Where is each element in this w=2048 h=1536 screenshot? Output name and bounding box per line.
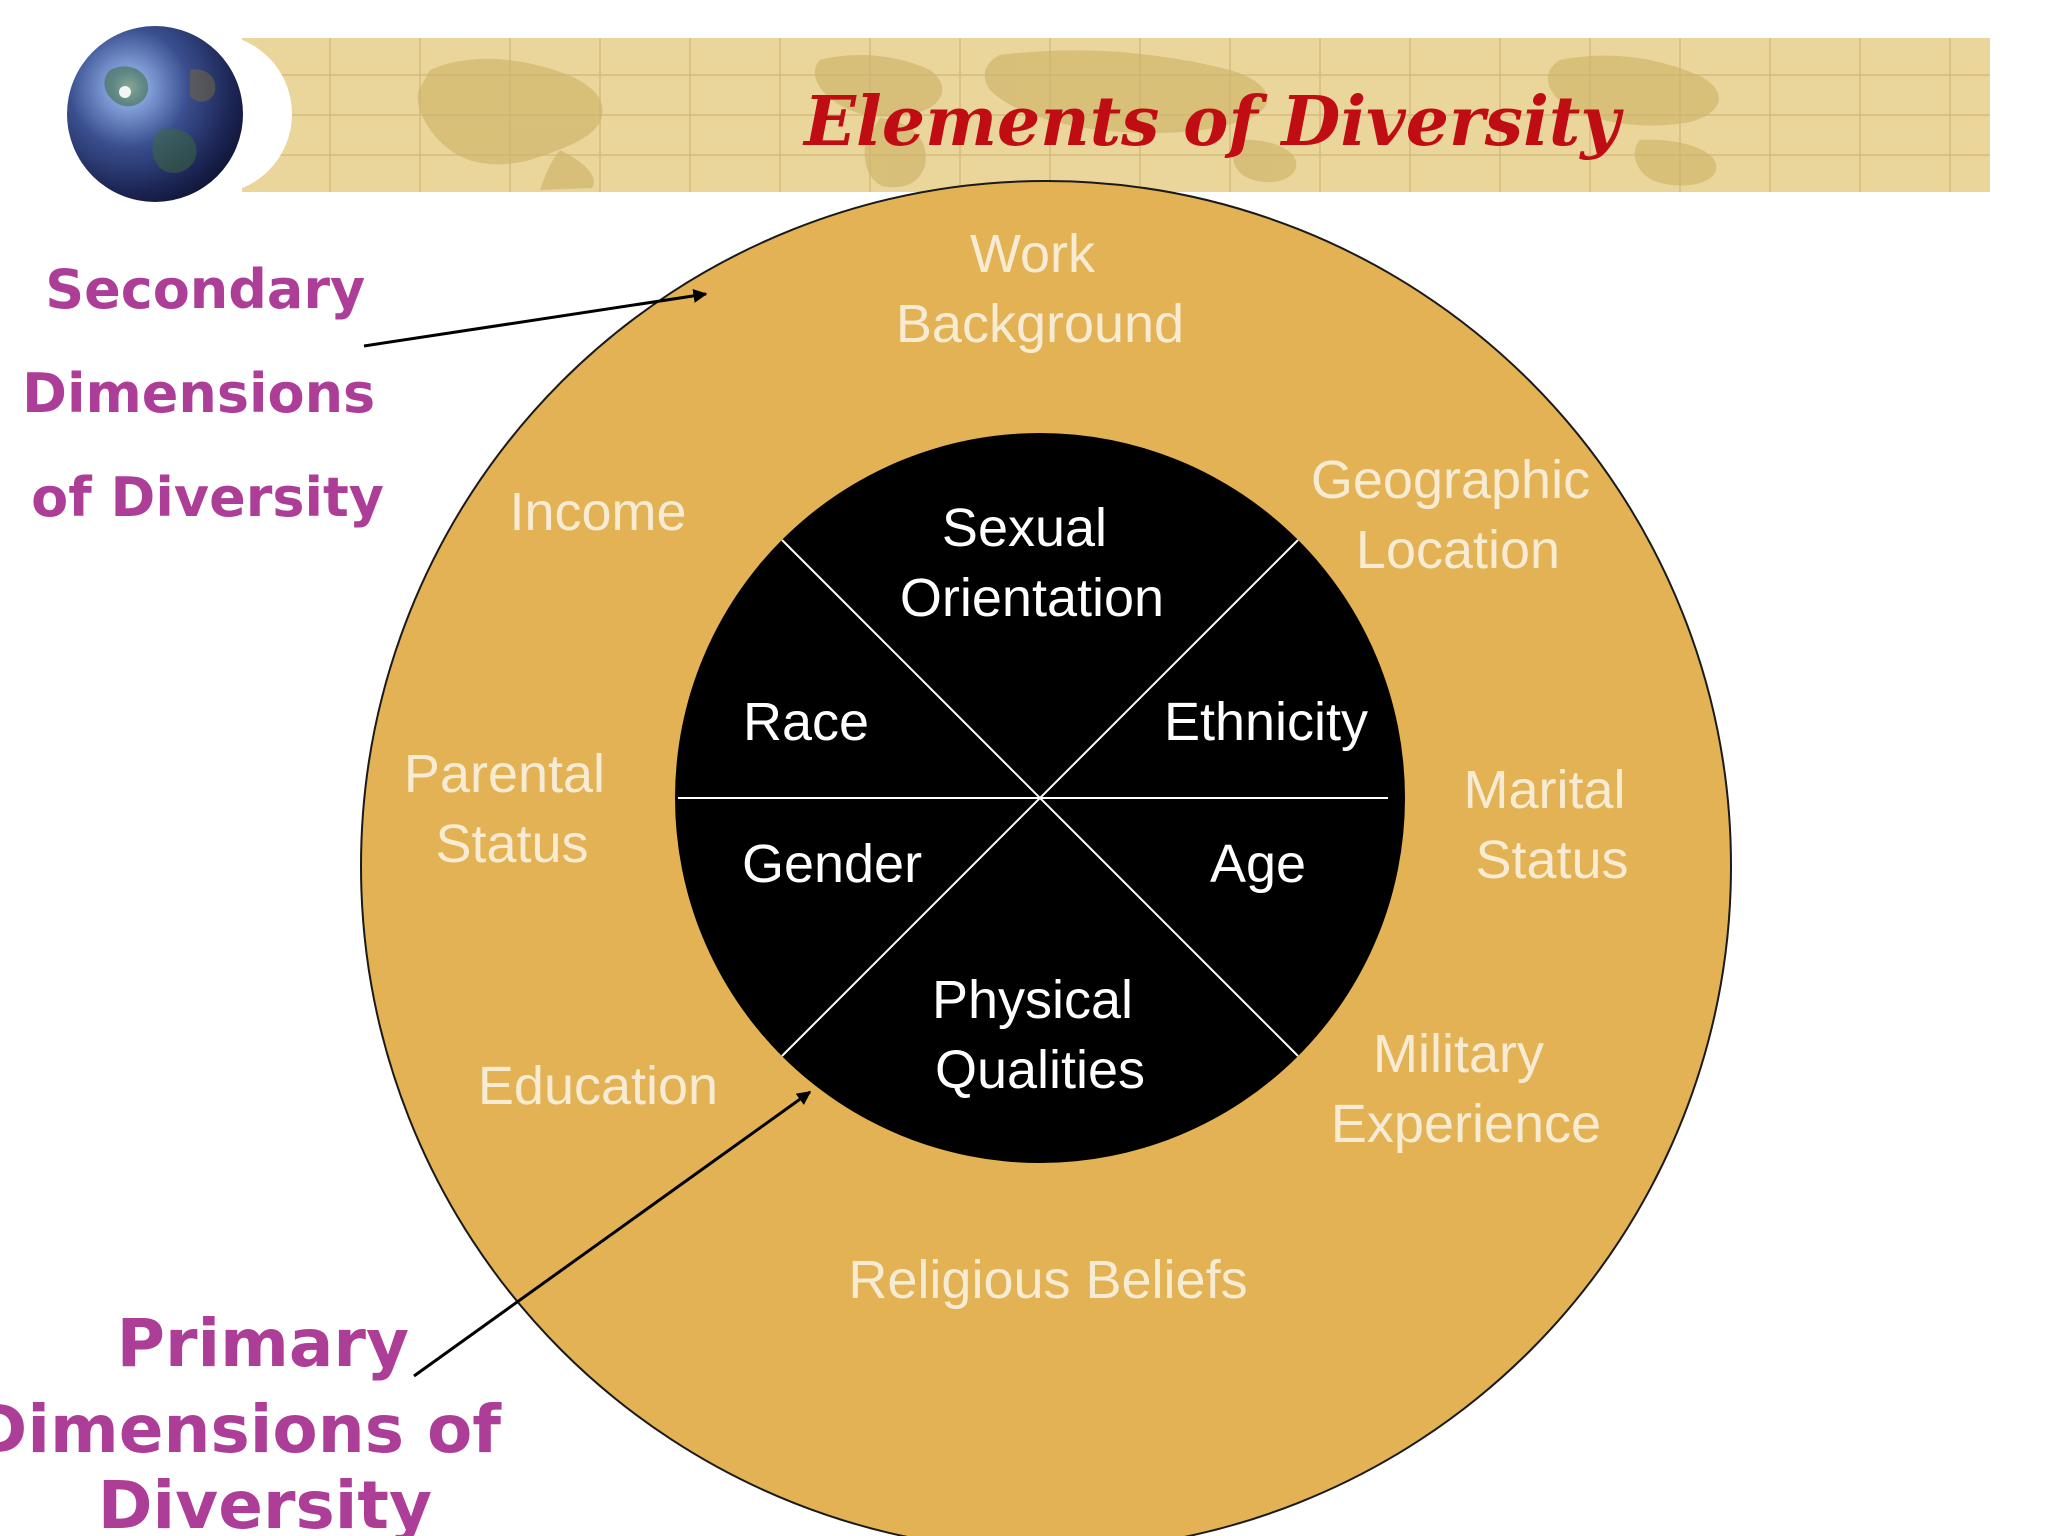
label-sexual-orientation: Sexual Orientation [900,498,1164,628]
label-line: Geographic [1311,450,1590,510]
label-age: Age [1210,834,1306,894]
callout-line: Diversity [98,1467,432,1536]
callout-line: Dimensions [22,362,375,425]
label-line: Location [1356,520,1560,580]
label-income: Income [509,482,686,542]
label-religious-beliefs: Religious Beliefs [848,1250,1247,1310]
label-geographic-location: Geographic Location [1311,450,1605,580]
label-line: Parental [404,744,605,804]
label-ethnicity: Ethnicity [1164,692,1368,752]
callout-line: Primary [117,1305,409,1382]
label-line: Military [1373,1024,1544,1084]
label-gender: Gender [742,834,922,894]
label-marital-status: Marital Status [1463,760,1640,890]
label-physical-qualities: Physical Qualities [932,970,1148,1100]
divider-diagonal-b [781,539,1299,1057]
inner-circle-dividers [678,539,1388,1057]
label-line: Status [435,814,588,874]
label-education: Education [478,1056,718,1116]
primary-dimension-labels: Sexual Orientation Race Ethnicity Gender… [742,498,1368,1100]
page-title: Elements of Diversity [802,82,1624,162]
callout-line: of Diversity [31,466,384,529]
globe-icon [67,26,292,202]
label-race: Race [743,692,869,752]
label-line: Experience [1331,1094,1601,1154]
label-line: Marital [1463,760,1625,820]
secondary-callout-arrow [363,288,708,348]
secondary-dimensions-callout: Secondary Dimensions of Diversity [22,258,708,529]
label-line: Sexual [942,498,1107,558]
label-parental-status: Parental Status [404,744,620,874]
label-line: Qualities [935,1040,1145,1100]
label-line: Work [970,224,1096,284]
primary-callout-arrow [413,1090,812,1378]
primary-dimensions-callout: Primary Dimensions of Diversity [0,1090,812,1536]
header-banner: Elements of Diversity [242,38,1990,192]
label-line: Status [1475,830,1628,890]
secondary-callout-text: Secondary Dimensions of Diversity [22,258,394,529]
callout-line: Dimensions of [0,1391,502,1468]
label-military-experience: Military Experience [1331,1024,1601,1154]
label-line: Physical [932,970,1133,1030]
label-line: Background [896,294,1184,354]
label-work-background: Work Background [896,224,1184,354]
banner-grid [242,38,1990,192]
secondary-dimension-labels: Work Background Income Geographic Locati… [404,224,1640,1310]
callout-line: Secondary [45,258,365,321]
primary-callout-text: Primary Dimensions of Diversity [0,1305,524,1536]
label-line: Orientation [900,568,1164,628]
